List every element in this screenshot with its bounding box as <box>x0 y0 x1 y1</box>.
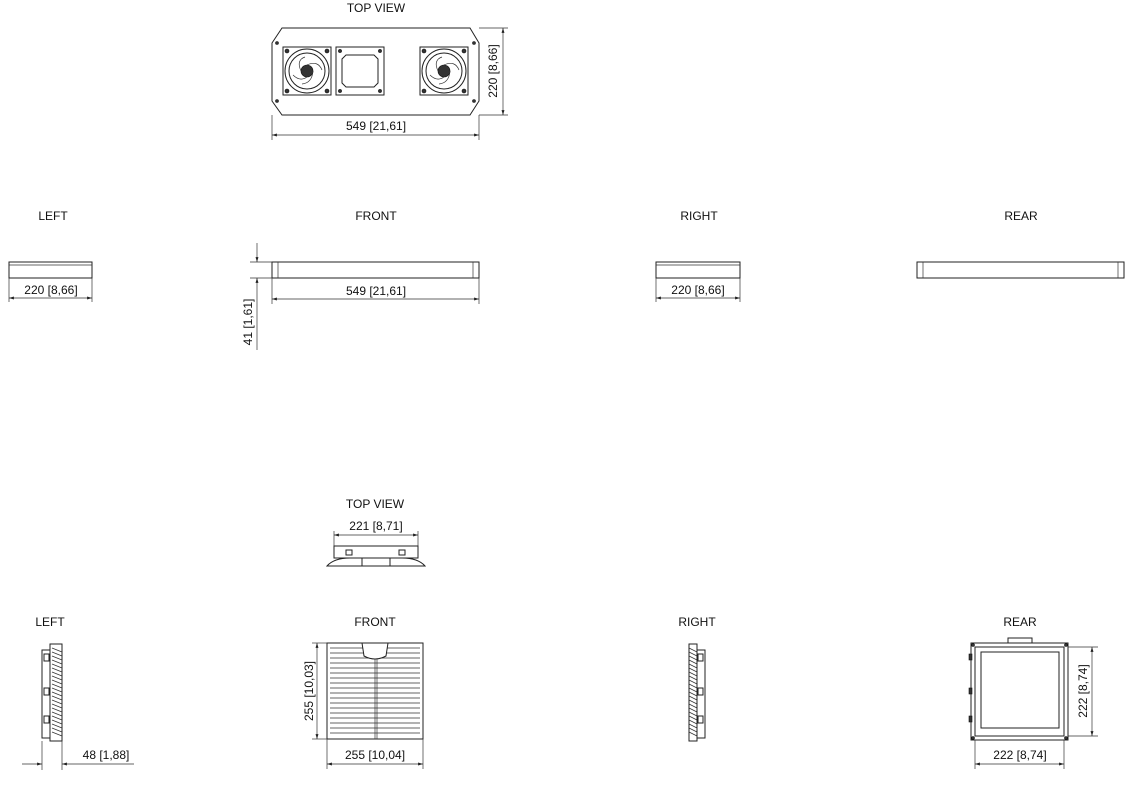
unit1-right-label: RIGHT <box>680 209 718 223</box>
unit2-rear-height-dim: 222 [8,74] <box>1076 664 1090 717</box>
fan-right <box>419 46 469 96</box>
unit1-rear-label: REAR <box>1004 209 1038 223</box>
unit1-left-view: LEFT 220 [8,66] <box>8 209 93 302</box>
unit1-front-label: FRONT <box>355 209 397 223</box>
unit2-right-view: RIGHT <box>678 615 716 742</box>
unit1-top-plate-outline <box>271 27 480 116</box>
unit1-left-label: LEFT <box>38 209 68 223</box>
unit2-left-view: LEFT 48 [1,88] <box>22 615 134 770</box>
unit2-left-label: LEFT <box>35 615 65 629</box>
unit2-top-width-dim: 221 [8,71] <box>349 519 402 533</box>
unit2-front-width-dim: 255 [10,04] <box>345 748 405 762</box>
unit1-front-height-dim: 41 [1,61] <box>241 299 255 346</box>
unit2-front-view: FRONT 255 [10,03] 255 [10,04] <box>302 615 424 769</box>
fan-left <box>282 46 332 96</box>
unit1-rear-view: REAR <box>916 209 1125 279</box>
unit1-left-dim: 220 [8,66] <box>24 283 77 297</box>
unit2-front-label: FRONT <box>354 615 396 629</box>
unit1-top-width-dim: 549 [21,61] <box>346 119 406 133</box>
unit1-right-dim: 220 [8,66] <box>671 283 724 297</box>
unit2-right-label: RIGHT <box>678 615 716 629</box>
unit2-rear-label: REAR <box>1003 615 1037 629</box>
unit1-front-view: FRONT 549 [21,61] 41 [1,61] <box>241 209 480 350</box>
unit1-front-width-dim: 549 [21,61] <box>346 284 406 298</box>
unit2-top-view-label: TOP VIEW <box>346 497 405 511</box>
unit1-top-depth-dim: 220 [8,66] <box>486 44 500 97</box>
unit2-top-view: TOP VIEW 221 [8,71] <box>325 497 427 567</box>
unit2-rear-view: REAR 222 [8,74] 222 [8,74] <box>968 615 1098 769</box>
unit1-right-view: RIGHT 220 [8,66] <box>655 209 741 302</box>
unit2-rear-width-dim: 222 [8,74] <box>993 748 1046 762</box>
unit2-left-depth-dim: 48 [1,88] <box>83 748 130 762</box>
unit1-top-view: TOP VIEW <box>271 1 508 140</box>
blank-panel <box>335 46 385 96</box>
unit1-top-view-label: TOP VIEW <box>347 1 406 15</box>
unit2-front-height-dim: 255 [10,03] <box>302 661 316 721</box>
